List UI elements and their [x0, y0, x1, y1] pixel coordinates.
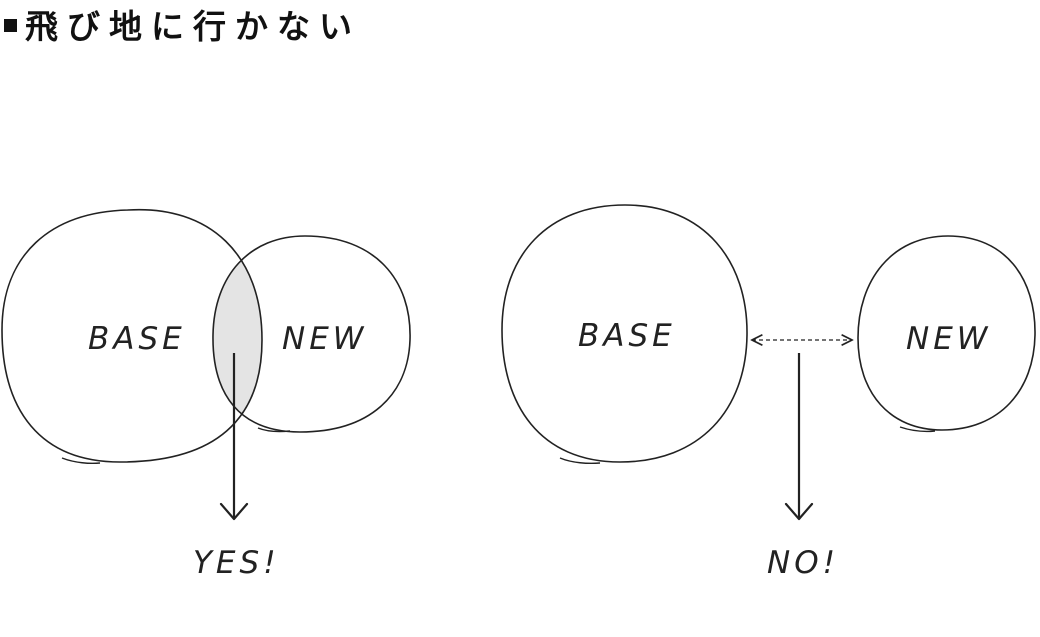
new-label-right: NEW	[906, 321, 991, 357]
base-label-right: BASE	[578, 318, 676, 354]
down-arrow-head-right	[784, 502, 814, 521]
base-circle-right	[501, 204, 748, 463]
verdict-yes: YES!	[193, 545, 280, 581]
page-heading: 飛び地に行かない	[4, 2, 361, 46]
diagram-yes: BASE NEW YES!	[1, 208, 411, 581]
diagram-no: BASE NEW NO!	[501, 204, 1036, 581]
base-label-left: BASE	[88, 321, 186, 357]
new-label-left: NEW	[282, 321, 367, 357]
base-circle-left	[1, 208, 263, 463]
new-circle-right	[857, 235, 1036, 431]
heading-bullet-icon	[4, 18, 17, 32]
heading-title: 飛び地に行かない	[25, 7, 361, 46]
down-arrow-head-left	[219, 502, 249, 521]
verdict-no: NO!	[767, 545, 839, 581]
new-circle-left	[212, 235, 411, 433]
